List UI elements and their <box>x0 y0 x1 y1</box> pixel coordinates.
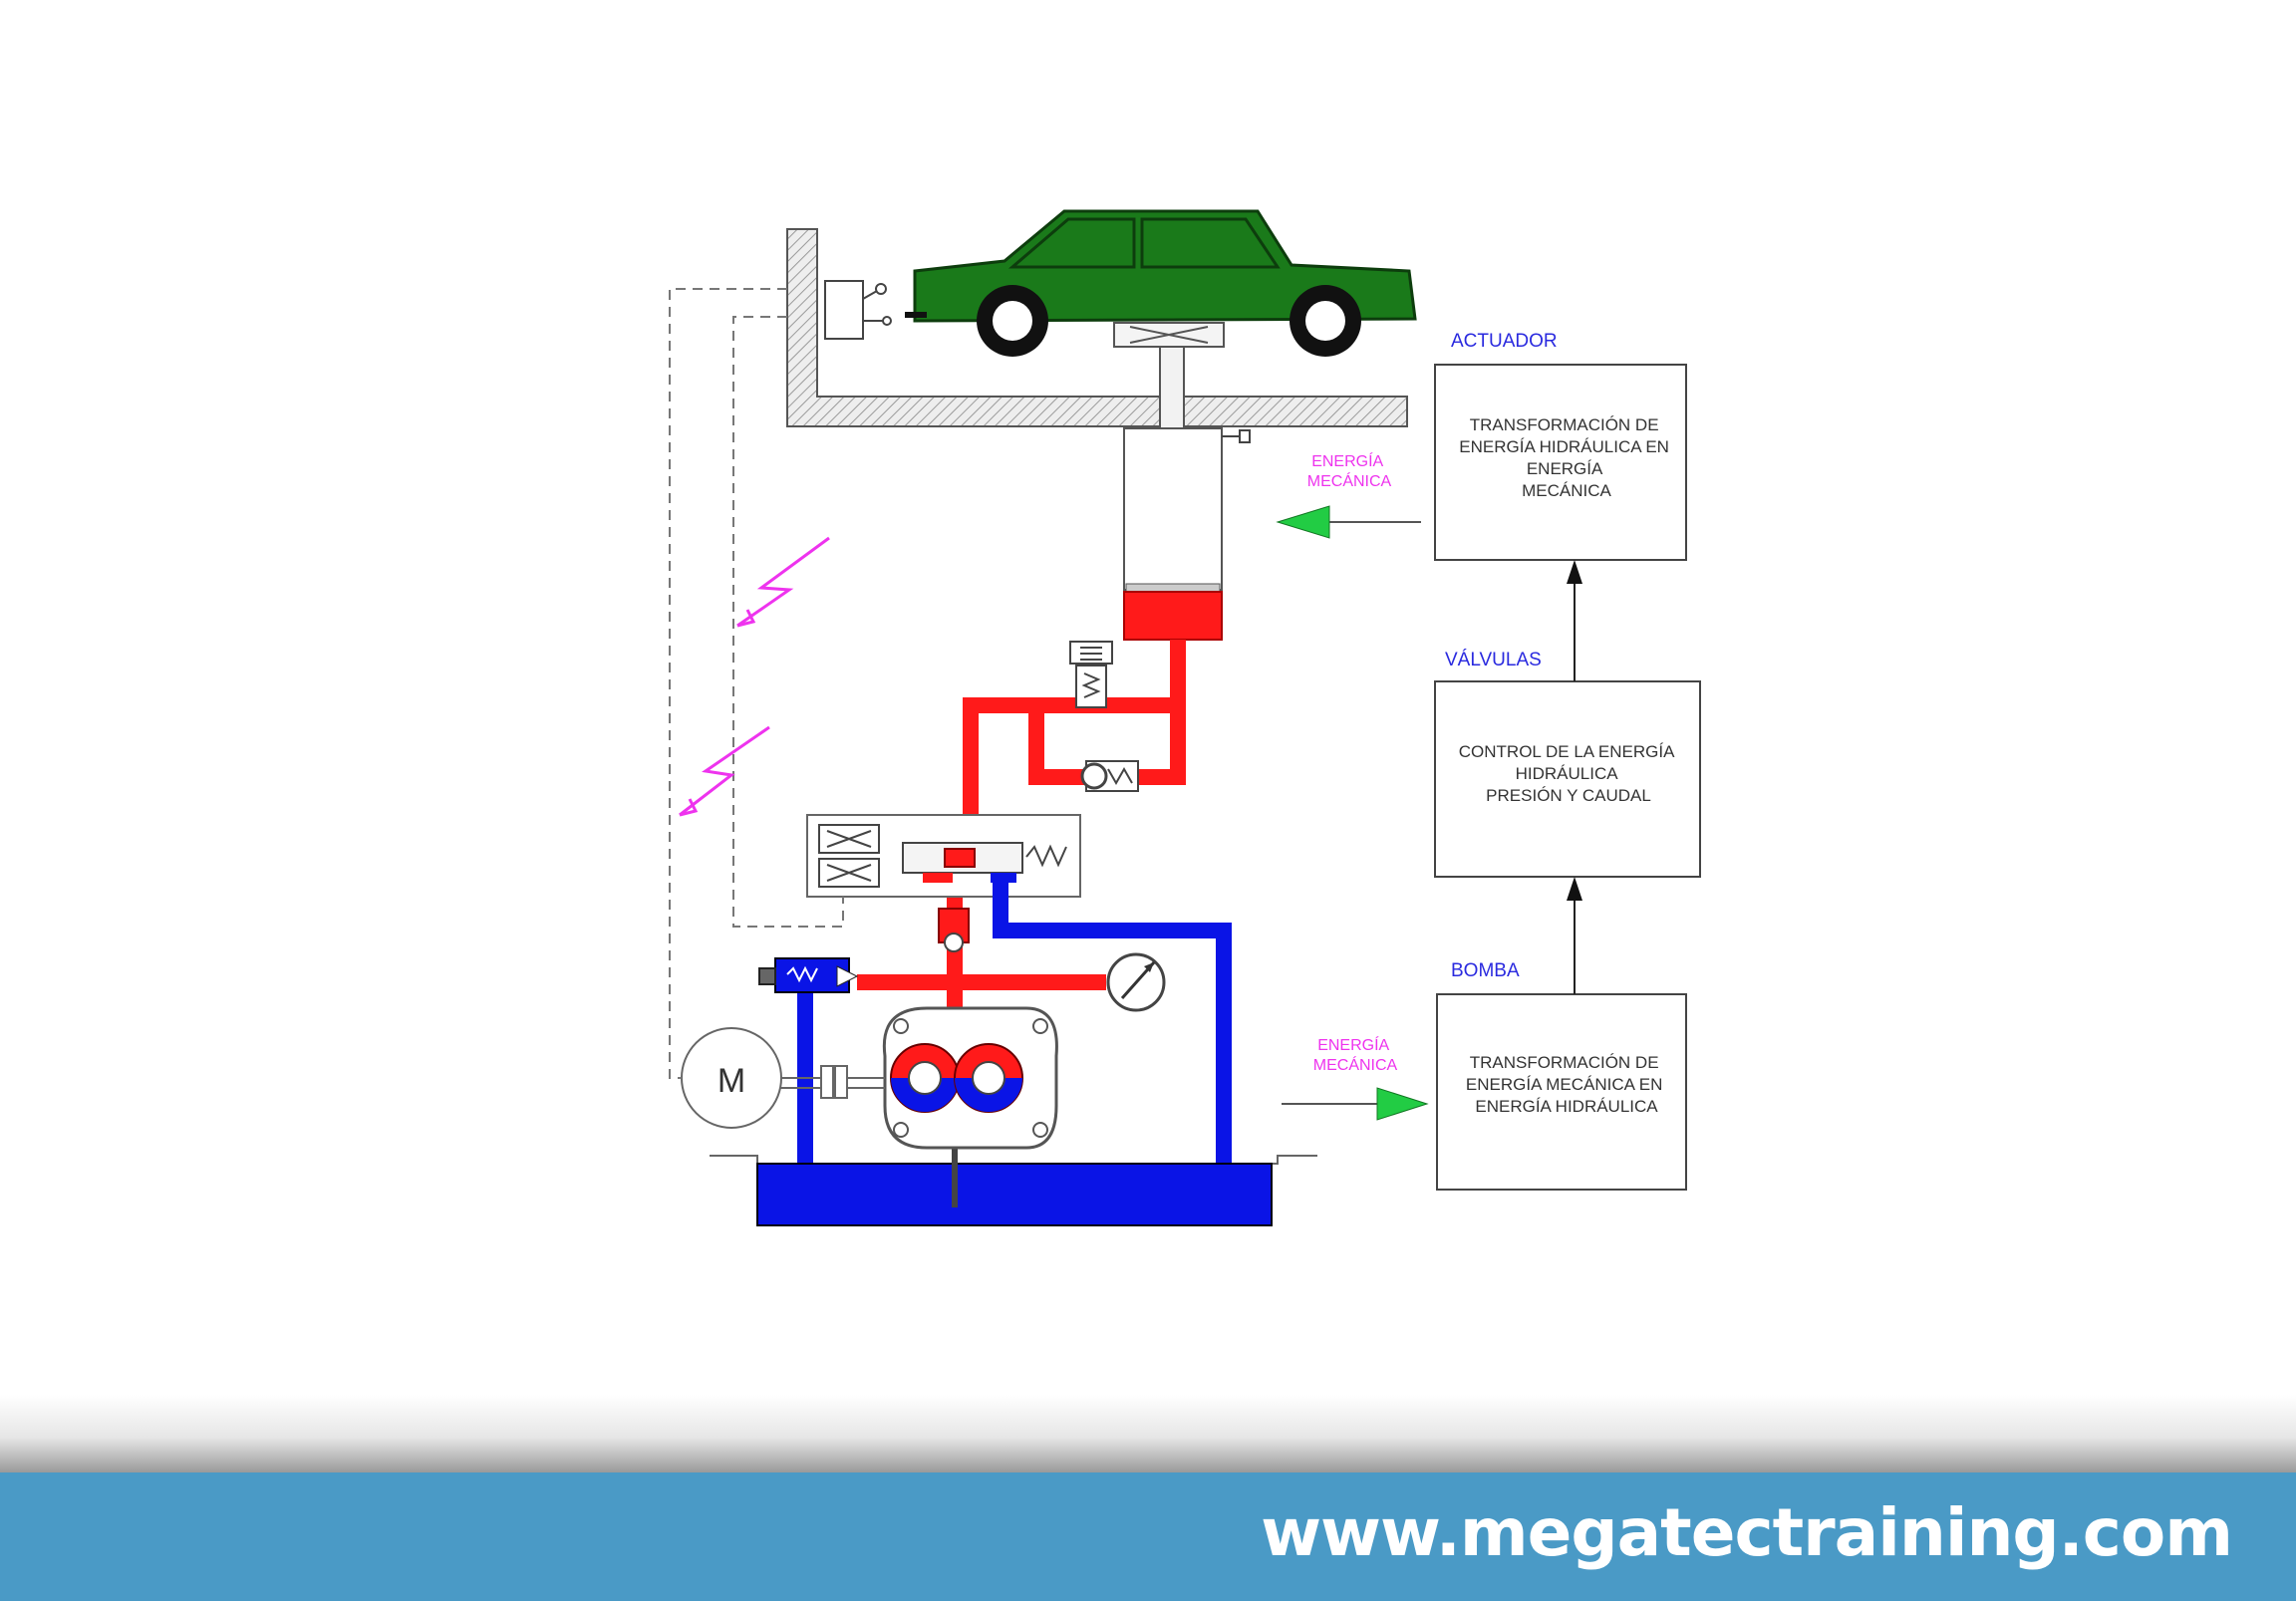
energy-output: ENERGÍA MECÁNICA <box>1276 451 1421 539</box>
hydraulic-cylinder <box>1123 346 1251 641</box>
car <box>905 209 1417 357</box>
bleed-screw <box>1222 429 1251 443</box>
block-title-bomba: BOMBA <box>1451 960 1520 981</box>
svg-text:CONTROL DE LA ENERGÍA HI: CONTROL DE LA ENERGÍA HIDRÁULICA PRESIÓN… <box>1459 742 1678 805</box>
block-title-valvulas: VÁLVULAS <box>1445 650 1542 670</box>
pressure-gauge <box>1106 952 1166 1012</box>
control-signal-lines <box>669 288 844 1079</box>
motor-coupling <box>777 1065 885 1099</box>
svg-text:ENERGÍA MECÁNICA: ENERGÍA MECÁNICA <box>1313 1035 1398 1074</box>
flow-arrow-up-2 <box>1567 560 1582 681</box>
block-bomba: BOMBA TRANSFORMACIÓN DE ENERGÍA MECÁNICA… <box>1436 960 1687 1191</box>
svg-text:TRANSFORMACIÓN DE ENERGÍ: TRANSFORMACIÓN DE ENERGÍA MECÁNICA EN EN… <box>1466 1053 1667 1116</box>
energy-input: ENERGÍA MECÁNICA <box>1282 1035 1429 1121</box>
hydraulic-system-diagram: M ACTUADOR TRANSFORMACIÓN DE ENERGÍA HID… <box>669 209 1701 1226</box>
car-wheel-rear <box>1290 285 1361 357</box>
green-arrow-icon <box>1276 505 1330 539</box>
gear-pump <box>882 1006 1058 1150</box>
lightning-signal-icon <box>736 536 830 628</box>
shadow-band <box>0 1395 2296 1472</box>
green-arrow-icon <box>1376 1087 1429 1121</box>
footer-url: www.megatectraining.com <box>1261 1494 2233 1571</box>
pump-gear-left <box>890 1043 960 1113</box>
flow-arrow-up-1 <box>1567 877 1582 994</box>
relief-valve-blue <box>758 957 859 993</box>
electric-motor: M <box>681 1027 782 1129</box>
block-title-actuador: ACTUADOR <box>1451 331 1558 352</box>
check-valve <box>1080 760 1139 792</box>
directional-valve <box>806 814 1081 898</box>
lightning-signal-icon-2 <box>679 725 770 817</box>
limit-switch <box>824 280 892 340</box>
lift-frame <box>786 228 1408 427</box>
reservoir-tank <box>710 1146 1317 1226</box>
flow-valve <box>938 908 970 952</box>
car-wheel-front <box>977 285 1048 357</box>
lift-pad <box>1113 322 1225 348</box>
motor-label: M <box>718 1062 745 1100</box>
footer-bar: www.megatectraining.com <box>0 1472 2296 1601</box>
relief-valve-top <box>1069 641 1113 708</box>
pump-gear-right <box>954 1043 1023 1113</box>
block-valvulas: VÁLVULAS CONTROL DE LA ENERGÍA HIDRÁULIC… <box>1434 650 1701 878</box>
svg-text:TRANSFORMACIÓN DE ENERGÍ: TRANSFORMACIÓN DE ENERGÍA HIDRÁULICA EN … <box>1459 415 1673 500</box>
return-lines <box>797 883 1232 1184</box>
svg-text:ENERGÍA MECÁNICA: ENERGÍA MECÁNICA <box>1307 451 1392 490</box>
block-actuador: ACTUADOR TRANSFORMACIÓN DE ENERGÍA HIDRÁ… <box>1434 331 1687 561</box>
